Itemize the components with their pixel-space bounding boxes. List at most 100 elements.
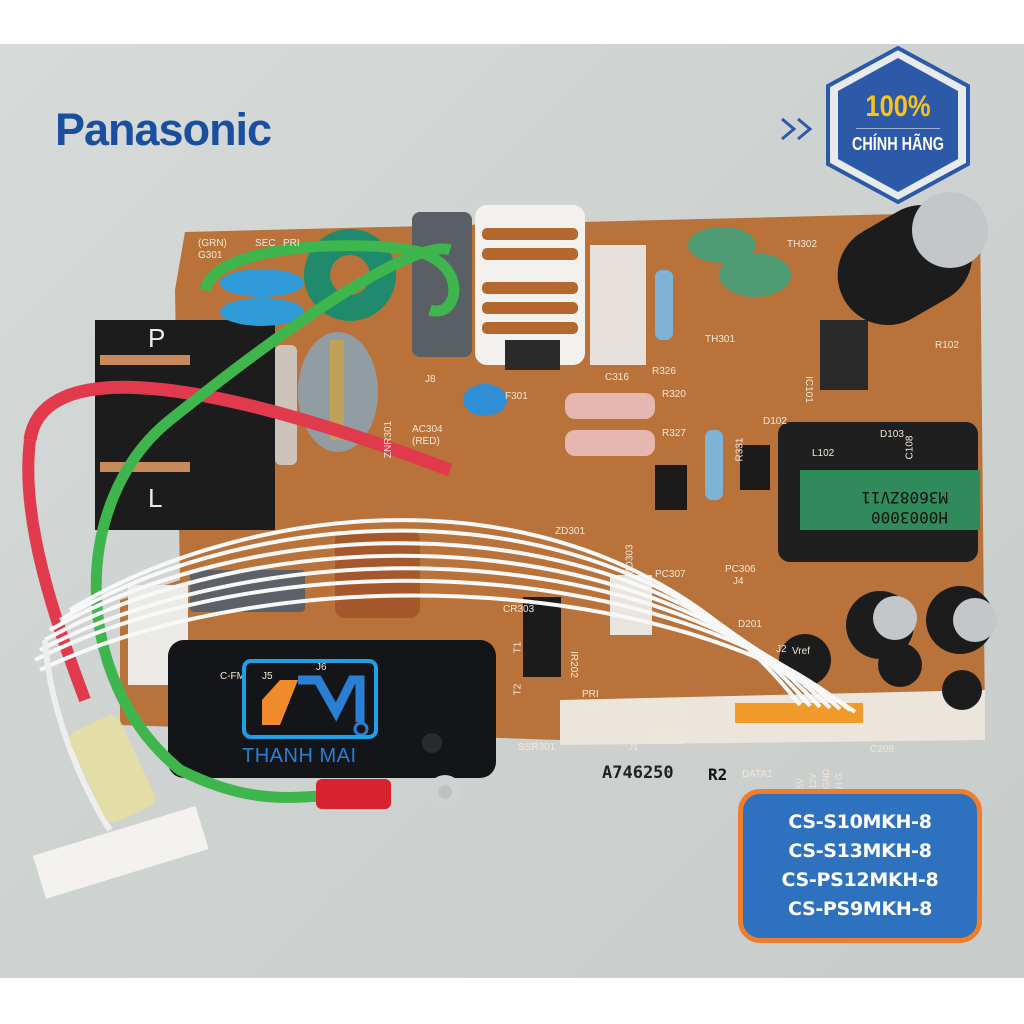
silk-d102: D102 [763,416,787,427]
model-item: CS-PS12MKH-8 [781,869,939,891]
silk-j1: J1 [628,742,639,753]
fuse [275,345,297,465]
logo-blue-stroke [298,675,365,722]
pcb-illustration: P L [22,192,997,899]
silk-j3: J3 [680,706,691,717]
silk-pc307: PC307 [655,569,686,580]
silk-vref: Vref [792,646,810,657]
thanh-mai-logo-frame [242,659,378,739]
silk-sec-2: SEC [582,704,603,715]
silk-j8: J8 [425,374,436,385]
pin-gnd: GND [821,769,831,789]
resistor-r331 [705,430,723,500]
silk-red: (RED) [412,436,440,447]
silk-th302: TH302 [787,239,818,250]
optocoupler-pc307 [655,465,687,510]
silk-grn: (GRN) [198,238,227,249]
pcb-white-pad [590,245,646,365]
silk-c208: C208 [870,744,894,755]
capacitor [878,643,922,687]
product-photo: P L [0,44,1024,978]
triac-ir202 [523,597,561,677]
model-item: CS-S13MKH-8 [788,840,932,862]
silk-t2: T2 [512,683,524,696]
thermistor-th302 [688,227,756,263]
thanh-mai-logo-text: THANH MAI [242,745,357,767]
green-ground-wire [90,243,452,803]
silk-pri-2: PRI [582,689,599,700]
silk-sec: SEC [255,238,276,249]
model-item: CS-PS9MKH-8 [787,898,933,920]
model-item: CS-S10MKH-8 [788,811,932,833]
terminal-block [95,320,275,530]
connector-label: DATA1 [742,769,773,780]
badge-percent: 100% [865,90,931,123]
silk-ir202: IR202 [567,651,579,678]
silk-c316: C316 [605,372,629,383]
badge-divider [856,128,940,129]
authenticity-badge [826,46,970,204]
red-wire [23,380,453,477]
silk-r102: R102 [935,340,959,351]
y-capacitor [220,269,304,297]
silk-j5: J5 [262,671,273,682]
splice-sleeve [69,715,156,823]
silk-r327: R327 [662,428,686,439]
thermistor [719,253,791,297]
silk-j4: J4 [733,576,744,587]
transformer-code-1: M3608ZV11 [861,488,948,507]
board-revision: R2 [708,765,728,784]
pin-5v: 5V [795,777,805,789]
silk-d103: D103 [880,429,904,440]
silk-r326: R326 [652,366,676,377]
silk-pbf: PbF [652,728,683,744]
common-mode-choke [412,212,472,357]
double-chevron-right-icon [781,117,813,141]
silk-f301: F301 [505,391,528,402]
silk-pri: PRI [283,238,300,249]
badge-label: CHÍNH HÃNG [852,134,944,154]
silk-zd303: ZD303 [624,544,636,575]
terminal-p-label: P [148,323,165,353]
white-connector [32,806,209,899]
silk-zd301: ZD301 [555,526,586,537]
silk-cfm: C-FM [220,671,245,682]
silk-r331: R331 [734,437,746,462]
silk-l102: L102 [812,448,835,459]
silk-znr301: ZNR301 [383,420,395,459]
terminal-l-blade [100,462,190,472]
pin-hg: H.G [834,772,844,789]
terminal-p-blade [100,355,190,365]
silk-r320: R320 [662,389,686,400]
optocoupler-pc306 [740,445,770,490]
terminal-l-label: L [148,483,162,513]
ring-terminal-sleeve [316,779,391,809]
data-connector [735,703,863,723]
silk-d201: D201 [738,619,762,630]
resistor-r326 [655,270,673,340]
capacitor [942,670,982,710]
silk-ssr301: SSR301 [518,742,556,753]
transformer-code-2: H0003000 [871,508,948,527]
silk-cr303: CR303 [503,604,535,615]
silk-ac304: AC304 [412,424,443,435]
silk-j6: J6 [316,662,327,673]
resistor-r320 [565,393,655,419]
logo-orange-stroke [262,680,298,725]
silk-j2: J2 [776,644,787,655]
resistor-r327 [565,430,655,456]
silk-g301: G301 [198,250,223,261]
silk-th301: TH301 [705,334,736,345]
y-capacitor [220,298,304,326]
compatible-models-box: CS-S10MKH-8 CS-S13MKH-8 CS-PS12MKH-8 CS-… [738,789,982,943]
x-capacitor-grey [190,570,305,612]
ic101 [820,320,868,390]
silk-pc306: PC306 [725,564,756,575]
silk-t1: T1 [512,641,524,654]
silk-c108: C108 [904,435,916,460]
x-capacitor [463,384,507,416]
white-signal-wires [34,518,857,714]
badge-content: 100% CHÍNH HÃNG [826,46,970,204]
board-serial: A746250 [602,763,674,783]
silk-ic101: IC101 [802,376,814,403]
